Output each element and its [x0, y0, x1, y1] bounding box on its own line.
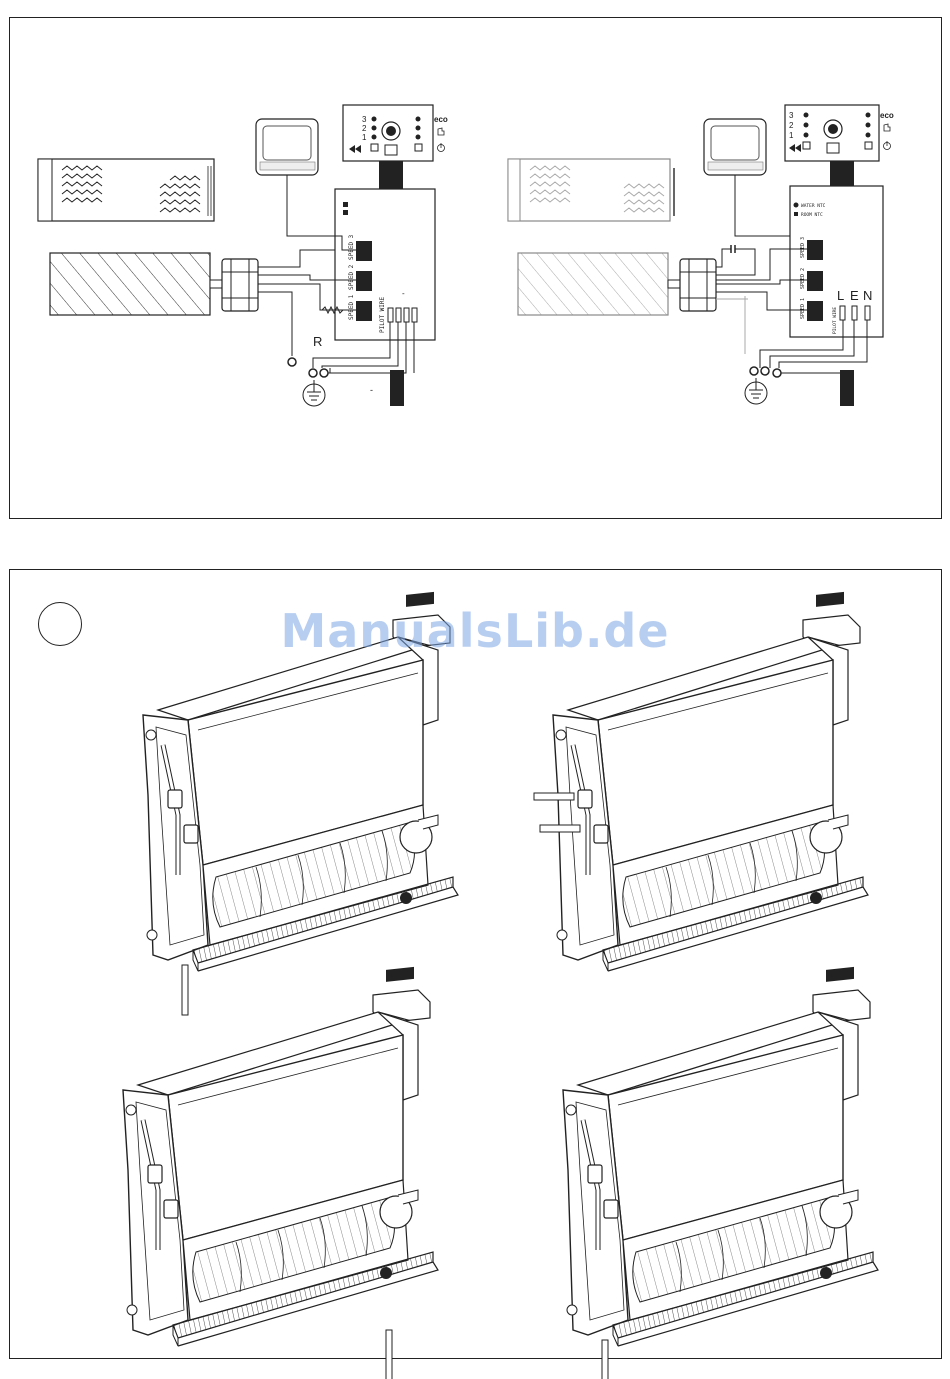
left-control-board: SPEED 3 SPEED 2 SPEED 1 PILOT WIRE -: [335, 189, 435, 340]
left-terminal-block: [288, 358, 390, 377]
right-fan-rotor: [518, 253, 680, 315]
left-minus-label-bottom: -: [370, 385, 373, 395]
left-speed-control-panel: 3 2 1 eco: [343, 105, 448, 161]
right-speed-2-label: 2: [789, 121, 794, 130]
left-eco-label: eco: [434, 115, 448, 124]
wiring-diagrams-svg: 3 2 1 eco: [10, 18, 943, 520]
left-resistor-label: R: [313, 334, 322, 349]
ground-icon: [303, 380, 325, 406]
unit-top-left: [143, 592, 458, 1015]
right-thermostat-icon: [704, 119, 766, 175]
unit-views-panel: [9, 569, 942, 1359]
left-speed3-terminal-label: SPEED 3: [348, 234, 355, 260]
right-speed-control-panel: 3 2 1 eco: [785, 105, 894, 161]
power-icon: [438, 143, 445, 152]
right-ground-icon: [745, 378, 767, 404]
right-speed3-terminal-label: SPEED 3: [800, 237, 806, 258]
right-motor: [680, 259, 716, 311]
right-eco-label: eco: [880, 111, 894, 120]
right-power-cable: [840, 370, 854, 406]
unit-bottom-left: [123, 967, 438, 1379]
right-wiring-diagram: 3 2 1 eco: [508, 105, 894, 406]
right-water-ntc-label: WATER NTC: [801, 203, 826, 209]
right-hand-icon: [884, 124, 890, 131]
left-coil: [38, 159, 214, 221]
left-speed-3-label: 3: [362, 115, 367, 124]
wiring-diagrams-panel: 3 2 1 eco: [9, 17, 942, 519]
left-fan-rotor: [50, 253, 222, 315]
right-capacitor: [731, 245, 735, 253]
unit-views-svg: [10, 570, 943, 1360]
step-marker-circle: [38, 602, 82, 646]
left-wiring-diagram: 3 2 1 eco: [38, 105, 448, 406]
right-speed-3-label: 3: [789, 111, 794, 120]
left-thermostat-icon: [256, 119, 318, 175]
left-power-cable: [390, 370, 404, 406]
right-terminal-e-label: E: [850, 288, 859, 303]
left-speed-1-label: 1: [362, 133, 367, 142]
right-pilot-wire-label: PILOT WIRE: [832, 307, 838, 334]
right-control-board: WATER NTC ROOM NTC SPEED 3 SPEED 2 SPEED…: [790, 186, 883, 337]
unit-bottom-right: [563, 967, 878, 1379]
right-terminal-block: [750, 367, 843, 377]
right-room-ntc-label: ROOM NTC: [801, 212, 823, 218]
left-pilot-wire-label: PILOT WIRE: [379, 296, 386, 333]
right-terminal-n-label: N: [863, 288, 872, 303]
left-motor: [222, 259, 258, 311]
hand-icon: [438, 128, 444, 135]
right-speed-1-label: 1: [789, 131, 794, 140]
right-coil: [508, 159, 674, 221]
left-speed2-terminal-label: SPEED 2: [348, 264, 355, 290]
left-minus-label-top: -: [402, 289, 405, 298]
right-speed2-terminal-label: SPEED 2: [800, 268, 806, 289]
right-terminal-l-label: L: [837, 288, 844, 303]
right-power-icon: [884, 141, 891, 150]
left-speed1-terminal-label: SPEED 1: [348, 294, 355, 320]
right-speed1-terminal-label: SPEED 1: [800, 298, 806, 319]
unit-top-right: [534, 592, 868, 971]
left-speed-2-label: 2: [362, 124, 367, 133]
